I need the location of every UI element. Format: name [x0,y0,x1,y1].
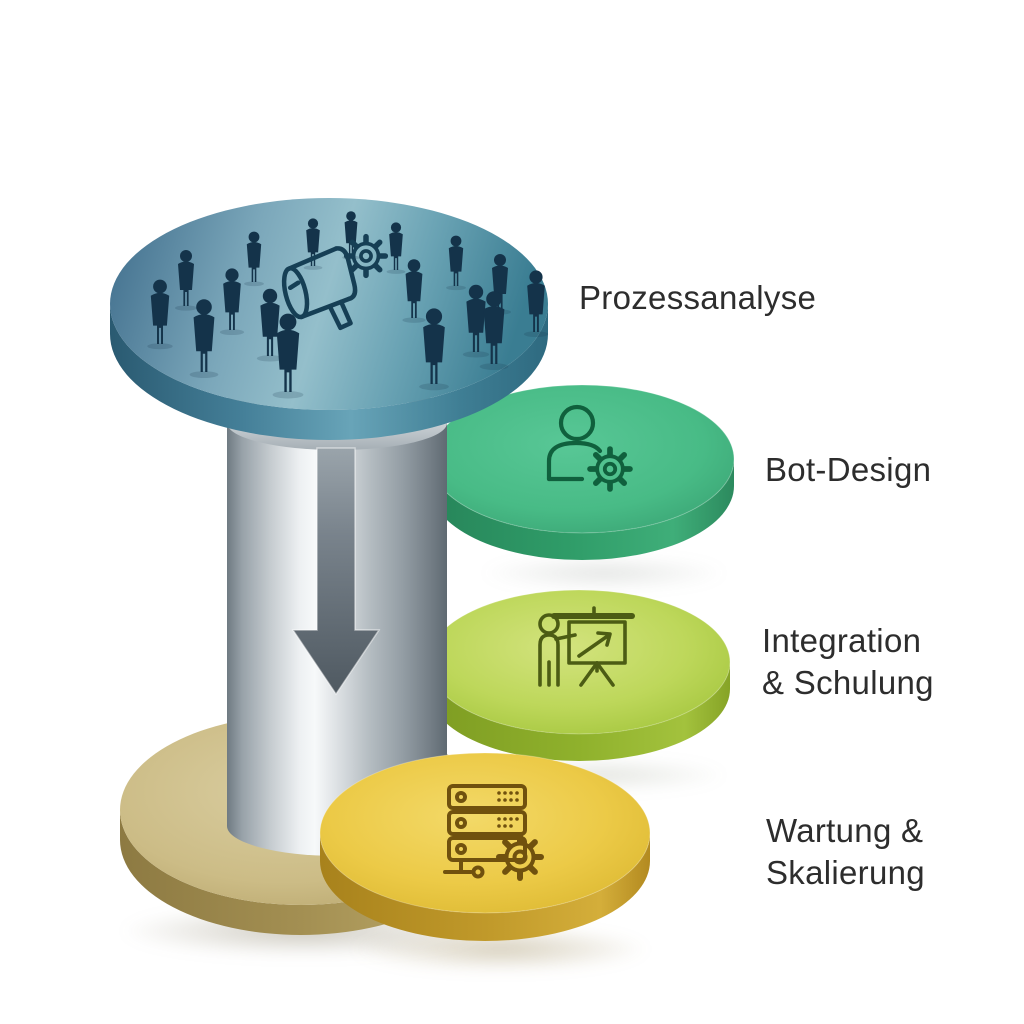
server-gear-icon [443,784,541,878]
flow-down-arrow-icon [291,447,381,696]
presentation-chart-icon [538,606,635,687]
disc-wartung-skalierung [319,752,651,941]
label-prozessanalyse: Prozessanalyse [579,279,817,316]
label-bot-design: Bot-Design [765,451,932,488]
user-gear-icon [546,404,630,489]
disc-bot-design [429,384,735,560]
green-disc-shadow [478,556,730,590]
label-integration-schulung: Integration & Schulung [762,622,934,701]
megaphone-gear-icon [281,237,385,331]
label-wartung-skalierung: Wartung & Skalierung [766,812,925,891]
disc-integration-schulung [427,589,731,761]
disc-prozessanalyse [110,198,549,440]
